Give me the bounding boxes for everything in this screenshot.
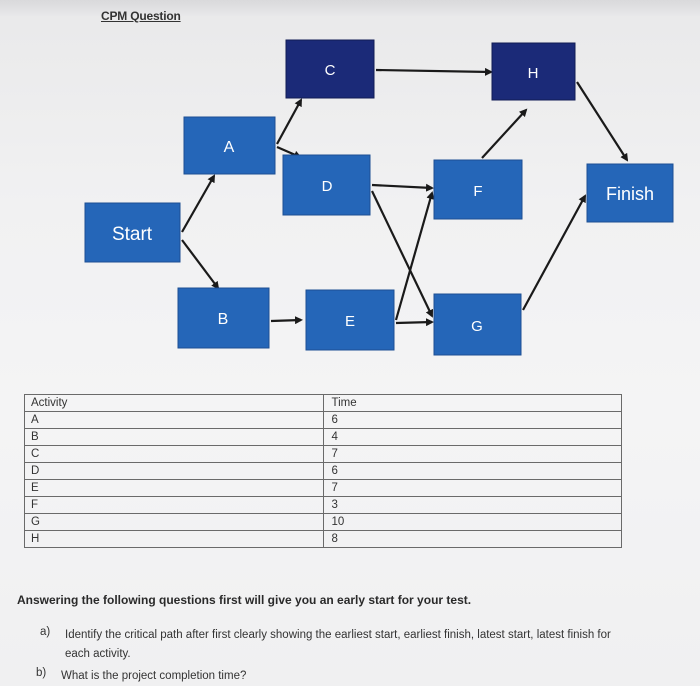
arrow-start-a [181,174,215,233]
time-cell: 7 [322,479,622,497]
time-cell: 10 [322,513,622,531]
node-finish: Finish [586,163,674,223]
arrow-start-b [181,239,220,290]
activity-time-table: Activity Time A 6 B 4 C 7 D 6 E 7 F 3 G [24,394,622,548]
time-cell: 8 [322,530,622,548]
node-h: H [491,42,576,101]
node-c-label: C [325,62,336,79]
activity-cell: F [24,496,324,514]
table-row: F 3 [24,496,622,514]
activity-cell: B [24,428,324,446]
question-a-marker: a) [40,626,51,638]
time-cell: 6 [322,411,622,429]
photo-top-edge [0,0,700,16]
activity-cell: C [24,445,324,463]
node-a: A [183,116,276,175]
arrow-d-g [371,190,434,318]
table-row: B 4 [24,428,622,446]
document-title: CPM Question [101,9,181,23]
node-f-label: F [473,183,482,200]
node-b-label: B [218,311,229,328]
node-start: Start [84,202,181,263]
table-row: A 6 [24,411,622,429]
time-cell: 4 [322,428,622,446]
arrow-h-finish [576,81,629,162]
header-activity: Activity [24,394,324,412]
node-g-label: G [471,318,483,335]
node-d-label: D [322,178,333,195]
time-cell: 3 [322,496,622,514]
node-f: F [433,159,523,220]
node-h-label: H [528,65,539,82]
question-b-text: What is the project completion time? [61,670,247,682]
arrow-g-finish [522,194,586,311]
arrow-d-f [371,183,434,192]
questions-intro: Answering the following questions first … [17,593,472,607]
table-row: D 6 [24,462,622,480]
node-e: E [305,289,395,351]
node-e-label: E [345,313,355,330]
question-b-marker: b) [36,667,47,679]
node-start-label: Start [112,224,153,245]
activity-cell: G [24,513,324,531]
question-a-text: Identify the critical path after first c… [65,629,611,660]
activity-cell: H [24,530,324,548]
node-a-label: A [224,139,235,156]
arrow-e-g [395,318,434,327]
node-b: B [177,287,270,349]
header-time: Time [322,394,622,412]
table-row: E 7 [24,479,622,497]
arrow-a-c [276,98,302,145]
time-cell: 6 [322,462,622,480]
arrow-e-f [394,191,435,321]
table-row: H 8 [24,530,622,548]
activity-cell: E [24,479,324,497]
question-b: b) What is the project completion time? [36,667,636,685]
arrow-f-h [481,108,528,159]
question-a: a) Identify the critical path after firs… [40,626,640,666]
time-cell: 7 [322,445,622,463]
node-g: G [433,293,522,356]
node-finish-label: Finish [606,184,654,204]
node-d: D [282,154,371,216]
arrow-b-e [270,316,303,325]
activity-cell: D [24,462,324,480]
arrow-c-h [375,67,493,76]
node-c: C [285,39,375,99]
cpm-network-diagram: Start A B C D E F G H Finish [84,39,674,356]
table-row: C 7 [24,445,622,463]
activity-cell: A [24,411,324,429]
table-row: G 10 [24,513,622,531]
table-header-row: Activity Time [24,394,622,412]
